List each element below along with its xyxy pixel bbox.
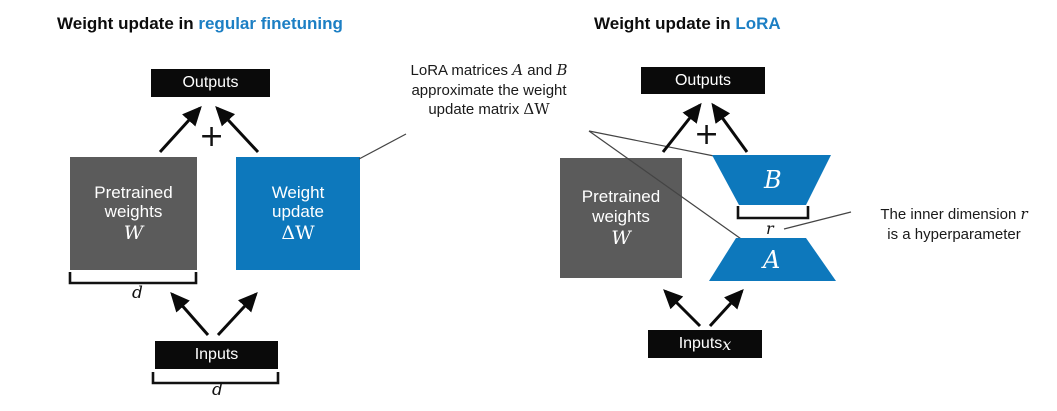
center-line3-delta-w: ΔW — [523, 100, 550, 118]
matrix-b-label: B — [764, 166, 782, 194]
right-title-prefix: Weight update in — [594, 14, 736, 33]
right-line1-rank: r — [1020, 205, 1028, 223]
rank-bracket — [736, 206, 810, 220]
left-inputs-label: Inputs — [194, 346, 239, 363]
right-outputs-box: Outputs — [641, 67, 765, 94]
left-pretrained-weights-box: Pretrained weights W — [70, 157, 197, 270]
center-annotation-text: LoRA matrices A and B approximate the we… — [370, 61, 608, 120]
left-inputs-box: Inputs — [155, 341, 278, 369]
left-arrow-w-to-outputs — [158, 106, 202, 154]
right-arrow-w-to-outputs — [661, 102, 702, 153]
leader-line-to-matrix-a — [588, 130, 745, 242]
center-line3-part-a: update matrix — [428, 101, 524, 118]
right-arrow-inputs-to-a — [708, 289, 744, 328]
right-outputs-label: Outputs — [674, 71, 732, 89]
right-annotation-text: The inner dimension r is a hyperparamete… — [854, 205, 1054, 244]
leader-line-to-weight-update — [358, 133, 407, 160]
right-annotation-line2: is a hyperparameter — [887, 225, 1021, 243]
left-dim-top-label: d — [132, 283, 143, 303]
left-bracket-d-top — [68, 272, 198, 285]
right-pretrained-line1: Pretrained — [581, 187, 661, 207]
left-dim-bottom-label: d — [212, 380, 223, 400]
left-arrow-inputs-to-w — [170, 291, 210, 336]
rank-label: r — [766, 219, 774, 238]
right-arrow-inputs-to-w — [663, 289, 702, 328]
right-inputs-label: Inputs — [678, 335, 723, 352]
left-pretrained-line2: weights — [104, 202, 163, 222]
left-title-prefix: Weight update in — [57, 14, 199, 33]
right-pretrained-symbol: W — [611, 226, 631, 249]
right-pretrained-weights-box: Pretrained weights W — [560, 158, 682, 278]
matrix-b-trapezoid — [712, 155, 831, 205]
left-bracket-d-bottom — [151, 372, 280, 385]
leader-line-rank-to-annotation — [783, 211, 852, 230]
left-panel-title: Weight update in regular finetuning — [57, 14, 343, 34]
left-arrow-inputs-to-dw — [216, 292, 258, 337]
matrix-a-label: A — [763, 246, 781, 274]
center-annotation-line3: update matrix ΔW — [370, 100, 608, 120]
center-line1-matrix-b: B — [556, 61, 568, 79]
center-line1-part-c: and — [523, 62, 557, 79]
right-inputs-symbol: x — [722, 334, 732, 354]
right-line1-part-a: The inner dimension — [880, 206, 1021, 223]
right-annotation-line1: The inner dimension r — [854, 205, 1054, 225]
left-arrow-dw-to-outputs — [215, 106, 260, 154]
right-inputs-box: Inputs x — [648, 330, 762, 358]
left-outputs-box: Outputs — [151, 69, 270, 97]
left-weight-update-box: Weight update ΔW — [236, 157, 360, 270]
left-pretrained-symbol: W — [123, 222, 144, 245]
left-pretrained-line1: Pretrained — [94, 182, 173, 202]
right-pretrained-line2: weights — [592, 206, 650, 226]
right-plus-symbol: + — [694, 117, 720, 152]
center-line1-part-a: LoRA matrices — [410, 62, 513, 79]
center-annotation-line2: approximate the weight — [411, 81, 567, 99]
leader-line-to-matrix-b — [588, 130, 725, 159]
left-update-line1: Weight — [271, 182, 325, 202]
center-line1-matrix-a: A — [512, 61, 524, 79]
right-panel-title: Weight update in LoRA — [594, 14, 781, 34]
matrix-a-trapezoid — [709, 238, 836, 281]
left-title-accent: regular finetuning — [198, 14, 343, 33]
left-update-symbol: ΔW — [281, 222, 315, 245]
right-title-accent: LoRA — [735, 14, 781, 33]
left-plus-symbol: + — [199, 119, 225, 154]
left-outputs-label: Outputs — [182, 74, 239, 91]
center-annotation-line1: LoRA matrices A and B — [370, 61, 608, 81]
left-update-line2: update — [272, 202, 324, 222]
right-arrow-b-to-outputs — [711, 102, 749, 153]
